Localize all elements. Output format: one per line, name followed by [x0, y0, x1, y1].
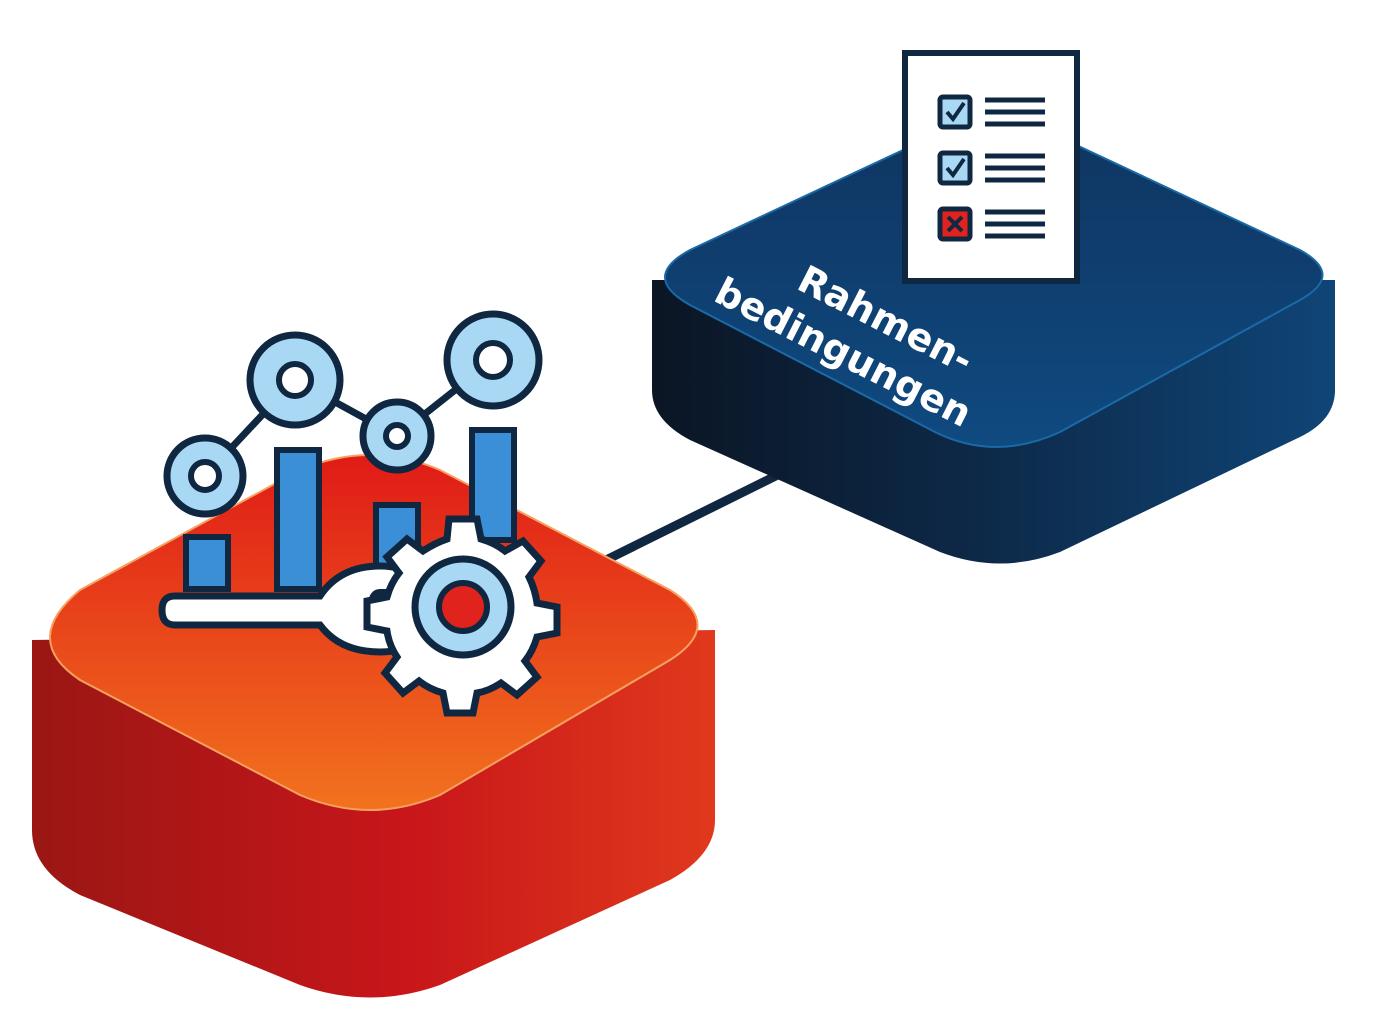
bar-1: [183, 534, 231, 592]
checklist-item-1: [937, 94, 1045, 130]
checklist-item-2: [937, 150, 1045, 186]
bar-2: [274, 447, 322, 592]
data-nodes: [163, 310, 543, 518]
checklist-item-3: [937, 206, 1045, 242]
checkmark-icon: [945, 101, 966, 123]
analytics-gear-wrench-icon: [158, 310, 561, 717]
x-mark-icon: [946, 215, 964, 233]
checkmark-icon: [945, 157, 966, 179]
gear-icon: [363, 515, 561, 717]
checklist-document-icon: [902, 50, 1080, 284]
frame-conditions-block: Rahmen- bedingungen: [652, 121, 1335, 564]
bar-chart: [183, 427, 517, 592]
